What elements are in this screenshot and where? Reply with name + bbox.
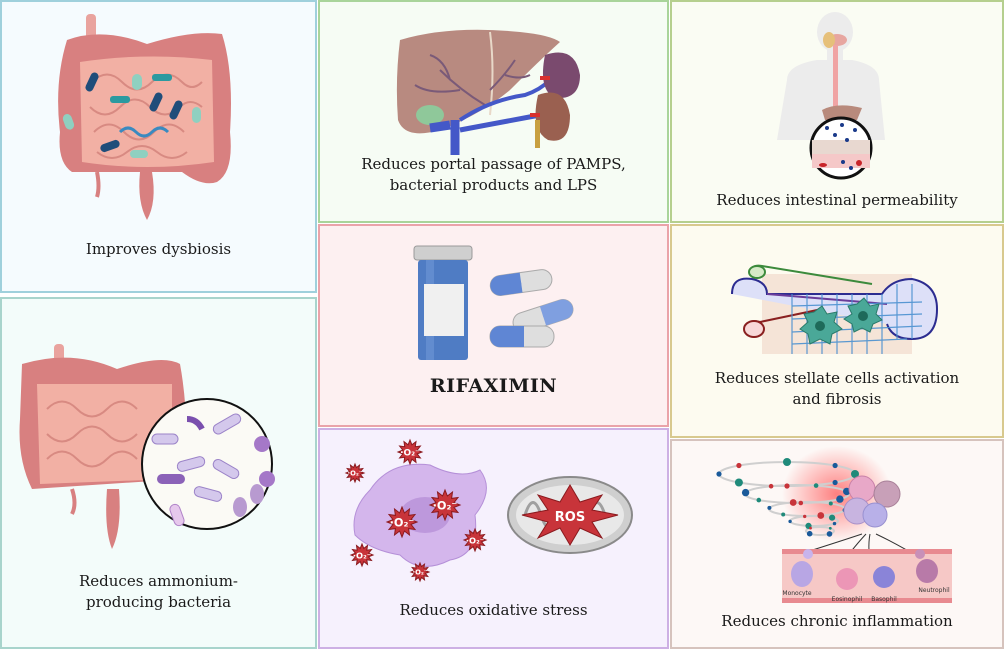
cytokine-dot: [817, 512, 825, 519]
svg-text:·O₂⁻: ·O₂⁻: [466, 535, 484, 545]
rifaximin-title: RIFAXIMIN: [429, 375, 558, 397]
panel-reduces-chronic-inflammation: Monocyte Eosinophil Basophil Neutrophil …: [670, 439, 1004, 649]
svg-text:·O₂⁻: ·O₂⁻: [390, 517, 415, 530]
cytokine-dot: [798, 500, 804, 506]
ros-burst-icon: ROS: [521, 484, 619, 546]
superoxide-radical-icon: ·O₂⁻: [409, 561, 431, 583]
svg-text:·O₂⁻: ·O₂⁻: [413, 569, 428, 577]
superoxide-radical-icon: ·O₂⁻: [344, 462, 366, 484]
digestive-tract-illustration: [777, 12, 885, 180]
caption-stellate-line2: and fibrosis: [792, 390, 882, 408]
inflammation-illustration: Monocyte Eosinophil Basophil Neutrophil: [716, 446, 952, 603]
intestine-bacteria-illustration: [58, 14, 232, 220]
cytokine-dot: [828, 526, 832, 530]
cytokine-dot: [784, 483, 790, 489]
cytokine-dot: [832, 521, 837, 526]
cytokine-dot: [832, 462, 838, 469]
panel-reduces-oxidative-stress: ·O₂⁻ ·O₂⁻ ·O₂⁻ ·O₂⁻ ·O₂⁻ ·O₂⁻ ·O₂⁻ ROS Reduces…: [318, 428, 669, 649]
pill-bottle-icon: [413, 245, 473, 360]
cytokine-dot: [783, 458, 791, 466]
svg-text:·O₂⁻: ·O₂⁻: [353, 550, 371, 560]
panel-reduces-stellate-cells: Reduces stellate cells activation and fi…: [670, 224, 1004, 438]
cytokine-dot: [832, 479, 838, 486]
svg-text:·O₂⁻: ·O₂⁻: [433, 500, 458, 513]
liver-kidney-illustration: [396, 29, 580, 155]
cytokine-dot: [788, 519, 792, 524]
bacteria-icons: [62, 72, 201, 158]
panel-reduces-ammonium-bacteria: Reduces ammonium- producing bacteria: [0, 297, 317, 649]
cytokine-dot: [829, 514, 836, 521]
cytokine-dot: [803, 514, 807, 519]
cytokine-dot: [809, 526, 812, 530]
stellate-fibrosis-illustration: [731, 264, 939, 354]
cytokine-dot: [767, 505, 772, 510]
cytokine-dot: [734, 478, 743, 487]
bacteria-magnifier-icon: [141, 398, 273, 530]
cell-label-monocyte: Monocyte: [782, 590, 812, 597]
immune-cell-icons: [791, 549, 938, 590]
cytokine-dot: [813, 483, 819, 488]
cytokine-dot: [836, 495, 844, 503]
caption-improves-dysbiosis: Improves dysbiosis: [85, 240, 232, 258]
superoxide-radical-icon: ·O₂⁻: [462, 527, 488, 553]
panel-improves-dysbiosis: Improves dysbiosis: [0, 0, 317, 293]
cell-label-eosinophil: Eosinophil: [832, 596, 863, 603]
cytokine-dot: [716, 471, 722, 477]
caption-oxidative-stress: Reduces oxidative stress: [399, 601, 588, 619]
caption-portal-line1: Reduces portal passage of PAMPS,: [361, 155, 626, 173]
panel-rifaximin: RIFAXIMIN: [318, 224, 669, 427]
cell-label-basophil: Basophil: [871, 596, 897, 603]
panel-reduces-intestinal-permeability: Reduces intestinal permeability: [670, 0, 1004, 223]
caption-portal-line2: bacterial products and LPS: [389, 176, 598, 194]
capsules-icon: [489, 269, 574, 348]
svg-text:·O₂⁻: ·O₂⁻: [400, 449, 420, 459]
cytokine-dot: [789, 499, 797, 506]
svg-text:·O₂⁻: ·O₂⁻: [348, 470, 363, 478]
ros-label: ROS: [555, 510, 585, 525]
caption-ammonium-line2: producing bacteria: [85, 593, 232, 611]
intestine-ammonium-bacteria-illustration: [19, 344, 275, 549]
superoxide-radical-icon: ·O₂⁻: [428, 488, 462, 522]
cytokine-dot: [781, 512, 786, 517]
cytokine-dot: [741, 488, 750, 497]
cell-label-neutrophil: Neutrophil: [918, 587, 950, 594]
caption-intestinal-permeability: Reduces intestinal permeability: [716, 191, 958, 209]
oxidative-stress-illustration: ·O₂⁻ ·O₂⁻ ·O₂⁻ ·O₂⁻ ·O₂⁻ ·O₂⁻ ·O₂⁻ ROS: [344, 438, 633, 583]
cytokine-dot: [826, 531, 833, 537]
cytokine-dot: [851, 470, 859, 478]
cytokine-dot: [768, 483, 774, 489]
bacteria-icons: [151, 413, 275, 527]
cytokine-dot: [756, 497, 762, 503]
superoxide-radical-icon: ·O₂⁻: [349, 542, 375, 568]
caption-chronic-inflammation: Reduces chronic inflammation: [721, 612, 953, 630]
stellate-cell-icons: [799, 297, 883, 345]
superoxide-radical-icon: ·O₂⁻: [385, 505, 419, 539]
caption-ammonium-line1: Reduces ammonium-: [78, 572, 238, 590]
cytokine-dot: [806, 530, 813, 537]
caption-stellate-line1: Reduces stellate cells activation: [714, 369, 960, 387]
immune-cell-cluster: [843, 475, 901, 528]
superoxide-radical-icon: ·O₂⁻: [396, 438, 424, 466]
panel-reduces-portal-passage: Reduces portal passage of PAMPS, bacteri…: [318, 0, 669, 223]
cytokine-dot: [736, 462, 742, 469]
cytokine-dot: [828, 501, 833, 506]
